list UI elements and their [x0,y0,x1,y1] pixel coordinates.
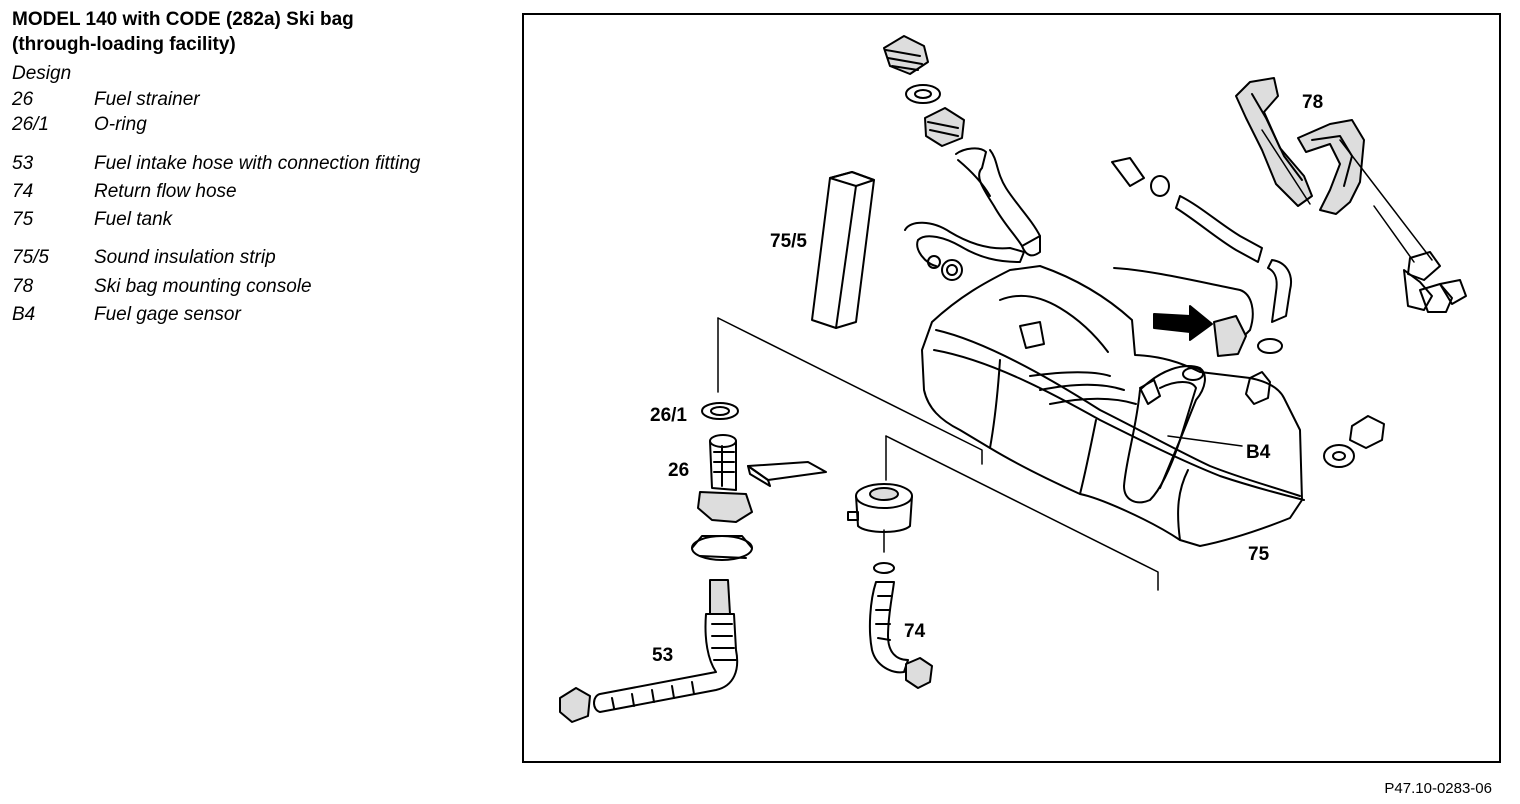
callout-26-1: 26/1 [650,405,687,426]
fuel-intake-hose [559,579,739,723]
callout-75-5: 75/5 [770,231,807,252]
legend-code: 75 [12,209,34,230]
title-line-2: (through-loading facility) [12,34,236,55]
design-subtitle: Design [12,63,72,84]
legend-code: 26 [12,89,34,110]
legend-desc: Fuel intake hose with connection fitting [94,153,421,174]
title-line-1: MODEL 140 with CODE (282a) Ski bag [12,9,354,30]
assembly-guide-lines [717,317,1159,591]
callout-75: 75 [1248,544,1270,565]
filler-cap-assembly [883,35,965,147]
fuel-gage-sensor [1123,365,1243,504]
legend-code: 75/5 [12,247,49,268]
legend-desc: Fuel strainer [94,89,200,110]
callout-78: 78 [1302,92,1323,113]
ski-bag-mounting-console [1235,77,1433,263]
diagram-frame [522,13,1501,763]
callout-26: 26 [668,460,689,481]
legend-code: 26/1 [12,114,49,135]
reference-code: P47.10-0283-06 [1384,780,1492,797]
insulation-pad [747,461,827,487]
console-fasteners [1403,251,1467,313]
legend-desc: Return flow hose [94,181,237,202]
legend-code: 53 [12,153,34,174]
legend-desc: Fuel gage sensor [94,304,241,325]
fuel-tank [921,265,1305,547]
o-ring [701,402,739,420]
legend-desc: O-ring [94,114,147,135]
filler-pipe [904,147,1041,281]
callout-B4: B4 [1246,442,1271,463]
direction-arrow [1153,305,1247,357]
legend-code: 74 [12,181,34,202]
legend-code: B4 [12,304,36,325]
legend-desc: Fuel tank [94,209,173,230]
tank-mounting-nuts [1323,415,1385,468]
return-flow-hose [868,562,933,689]
vent-hoses [1111,157,1292,354]
return-flow-fitting [847,483,913,533]
legend-code: 78 [12,276,34,297]
sound-insulation-strip [811,171,875,329]
callout-53: 53 [652,645,673,666]
legend-desc: Sound insulation strip [94,247,276,268]
callout-74: 74 [904,621,926,642]
legend-desc: Ski bag mounting console [94,276,312,297]
fuel-strainer [691,434,753,561]
